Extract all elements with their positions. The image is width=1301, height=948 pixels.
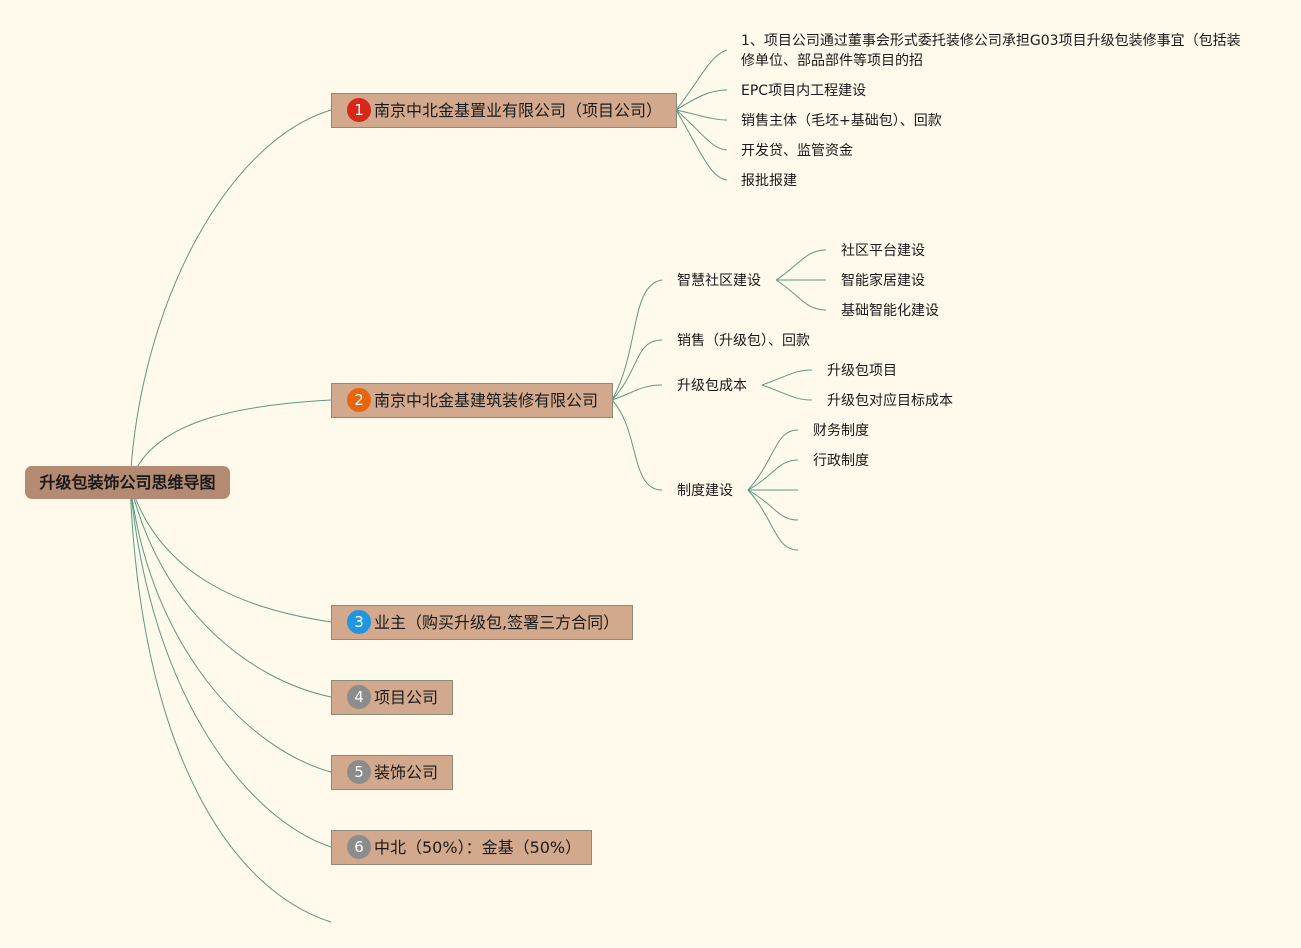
priority-5-icon: 5 [347, 760, 371, 784]
connector-root-branch-1 [129, 109, 332, 484]
connector-sys-c5 [747, 489, 799, 551]
subtopic-approval[interactable]: 报批报建 [741, 173, 797, 189]
subtopic-admin-system[interactable]: 行政制度 [813, 453, 869, 469]
connector-smart-c3 [775, 279, 827, 311]
branch-topic-3[interactable]: 3 业主（购买升级包,签署三方合同） [331, 605, 633, 640]
branch-label: 中北（50%）：金基（50%） [374, 838, 582, 857]
branch-topic-4[interactable]: 4 项目公司 [331, 680, 453, 715]
connector-root-extra [129, 482, 332, 923]
connector-cost-c1 [761, 369, 813, 386]
subtopic-smart-community[interactable]: 智慧社区建设 [677, 273, 761, 289]
priority-3-icon: 3 [347, 610, 371, 634]
connector-sys-c1 [747, 429, 799, 491]
subtopic-delegation[interactable]: 1、项目公司通过董事会形式委托装修公司承担G03项目升级包装修事宜（包括装修单位… [741, 33, 1241, 69]
connector-b1-c3 [675, 109, 728, 121]
branch-label: 项目公司 [374, 688, 439, 707]
priority-2-icon: 2 [347, 388, 371, 412]
subtopic-upgrade-project[interactable]: 升级包项目 [827, 363, 897, 379]
subtopic-basic-intelligence[interactable]: 基础智能化建设 [841, 303, 939, 319]
connector-b1-c1 [675, 49, 728, 111]
connector-root-branch-6 [129, 482, 332, 848]
subtopic-target-cost[interactable]: 升级包对应目标成本 [827, 393, 953, 409]
connector-b2-c4 [611, 399, 663, 491]
connector-b2-c3 [611, 384, 663, 401]
connector-cost-c2 [761, 384, 813, 401]
root-topic[interactable]: 升级包装饰公司思维导图 [25, 466, 230, 499]
priority-4-icon: 4 [347, 685, 371, 709]
subtopic-community-platform[interactable]: 社区平台建设 [841, 243, 925, 259]
connector-root-branch-2 [129, 399, 332, 484]
branch-label: 南京中北金基置业有限公司（项目公司） [374, 101, 663, 120]
subtopic-system-building[interactable]: 制度建设 [677, 483, 733, 499]
priority-6-icon: 6 [347, 835, 371, 859]
connector-smart-c1 [775, 249, 827, 281]
connector-b1-c2 [675, 89, 728, 111]
connector-b2-c1 [611, 279, 663, 401]
branch-topic-1[interactable]: 1 南京中北金基置业有限公司（项目公司） [331, 93, 677, 128]
connector-sys-c4 [747, 489, 799, 521]
subtopic-sales-entity[interactable]: 销售主体（毛坯+基础包）、回款 [741, 113, 942, 129]
connector-b1-c4 [675, 109, 728, 151]
subtopic-upgrade-cost[interactable]: 升级包成本 [677, 378, 747, 394]
connector-sys-c2 [747, 459, 799, 491]
branch-topic-5[interactable]: 5 装饰公司 [331, 755, 453, 790]
connector-root-branch-5 [129, 482, 332, 773]
subtopic-finance-system[interactable]: 财务制度 [813, 423, 869, 439]
subtopic-epc[interactable]: EPC项目内工程建设 [741, 83, 867, 99]
connector-root-branch-3 [129, 482, 332, 623]
branch-topic-2[interactable]: 2 南京中北金基建筑装修有限公司 [331, 383, 613, 418]
connector-root-branch-4 [129, 482, 332, 698]
branch-label: 业主（购买升级包,签署三方合同） [374, 613, 620, 632]
subtopic-sales-upgrade[interactable]: 销售（升级包）、回款 [677, 333, 810, 349]
branch-label: 南京中北金基建筑装修有限公司 [374, 391, 599, 410]
branch-label: 装饰公司 [374, 763, 439, 782]
branch-topic-6[interactable]: 6 中北（50%）：金基（50%） [331, 830, 592, 865]
connector-b1-c5 [675, 109, 728, 181]
subtopic-smart-home[interactable]: 智能家居建设 [841, 273, 925, 289]
subtopic-dev-loan[interactable]: 开发贷、监管资金 [741, 143, 853, 159]
priority-1-icon: 1 [347, 98, 371, 122]
connector-b2-c2 [611, 339, 663, 401]
